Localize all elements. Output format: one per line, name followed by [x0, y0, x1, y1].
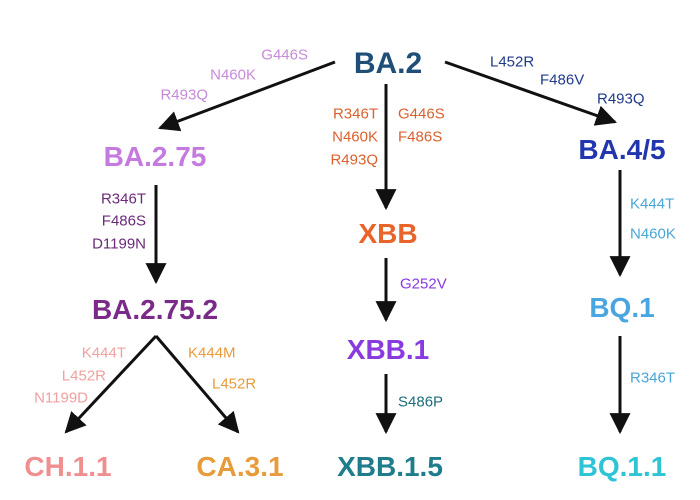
- node-xbb15: XBB.1.5: [337, 451, 443, 482]
- arrow-ba2-to-ba275: [158, 60, 336, 132]
- node-ba275: BA.2.75: [103, 141, 207, 172]
- mutation-label: N460K: [210, 66, 256, 84]
- mutation-label: L452R: [490, 53, 535, 71]
- arrow-ba2-to-ba45: [444, 60, 617, 126]
- mutation-label: R493Q: [160, 86, 208, 104]
- mutation-label: L452R: [212, 375, 257, 393]
- arrow-ba2752-to-ca31: [154, 335, 240, 434]
- node-ba45: BA.4/5: [578, 134, 666, 165]
- mutation-label: F486S: [101, 212, 146, 230]
- mutation-label: N460K: [630, 225, 676, 243]
- mutation-label: R346T: [630, 369, 676, 387]
- mutation-label: R493Q: [597, 90, 645, 108]
- node-ca31: CA.3.1: [196, 451, 284, 482]
- node-ba2: BA.2: [353, 47, 423, 80]
- arrow-ba2752-to-ch11: [64, 334, 158, 434]
- mutation-label: D1199N: [92, 235, 146, 253]
- mutation-label: K444T: [630, 195, 675, 213]
- mutation-label: R346T: [100, 190, 146, 208]
- mutation-label: K444T: [81, 344, 126, 362]
- mutation-label: R346T: [332, 105, 378, 123]
- node-xbb: XBB: [358, 218, 418, 249]
- node-bq1: BQ.1: [589, 292, 655, 323]
- mutation-label: N460K: [332, 128, 378, 146]
- mutation-label: L452R: [61, 367, 106, 385]
- node-ba2752: BA.2.75.2: [91, 294, 219, 325]
- mutation-label: N1199D: [34, 389, 88, 407]
- mutation-label: F486S: [398, 128, 443, 146]
- node-bq11: BQ.1.1: [577, 451, 667, 482]
- mutation-label: K444M: [188, 344, 236, 362]
- node-xbb1: XBB.1: [346, 334, 430, 365]
- mutation-label: G446S: [398, 105, 445, 123]
- mutation-label: G446S: [261, 46, 308, 64]
- mutation-label: F486V: [540, 71, 585, 89]
- node-ch11: CH.1.1: [24, 451, 112, 482]
- mutation-label: R493Q: [330, 151, 378, 169]
- mutation-label: G252V: [400, 275, 447, 293]
- mutation-label: S486P: [398, 393, 444, 411]
